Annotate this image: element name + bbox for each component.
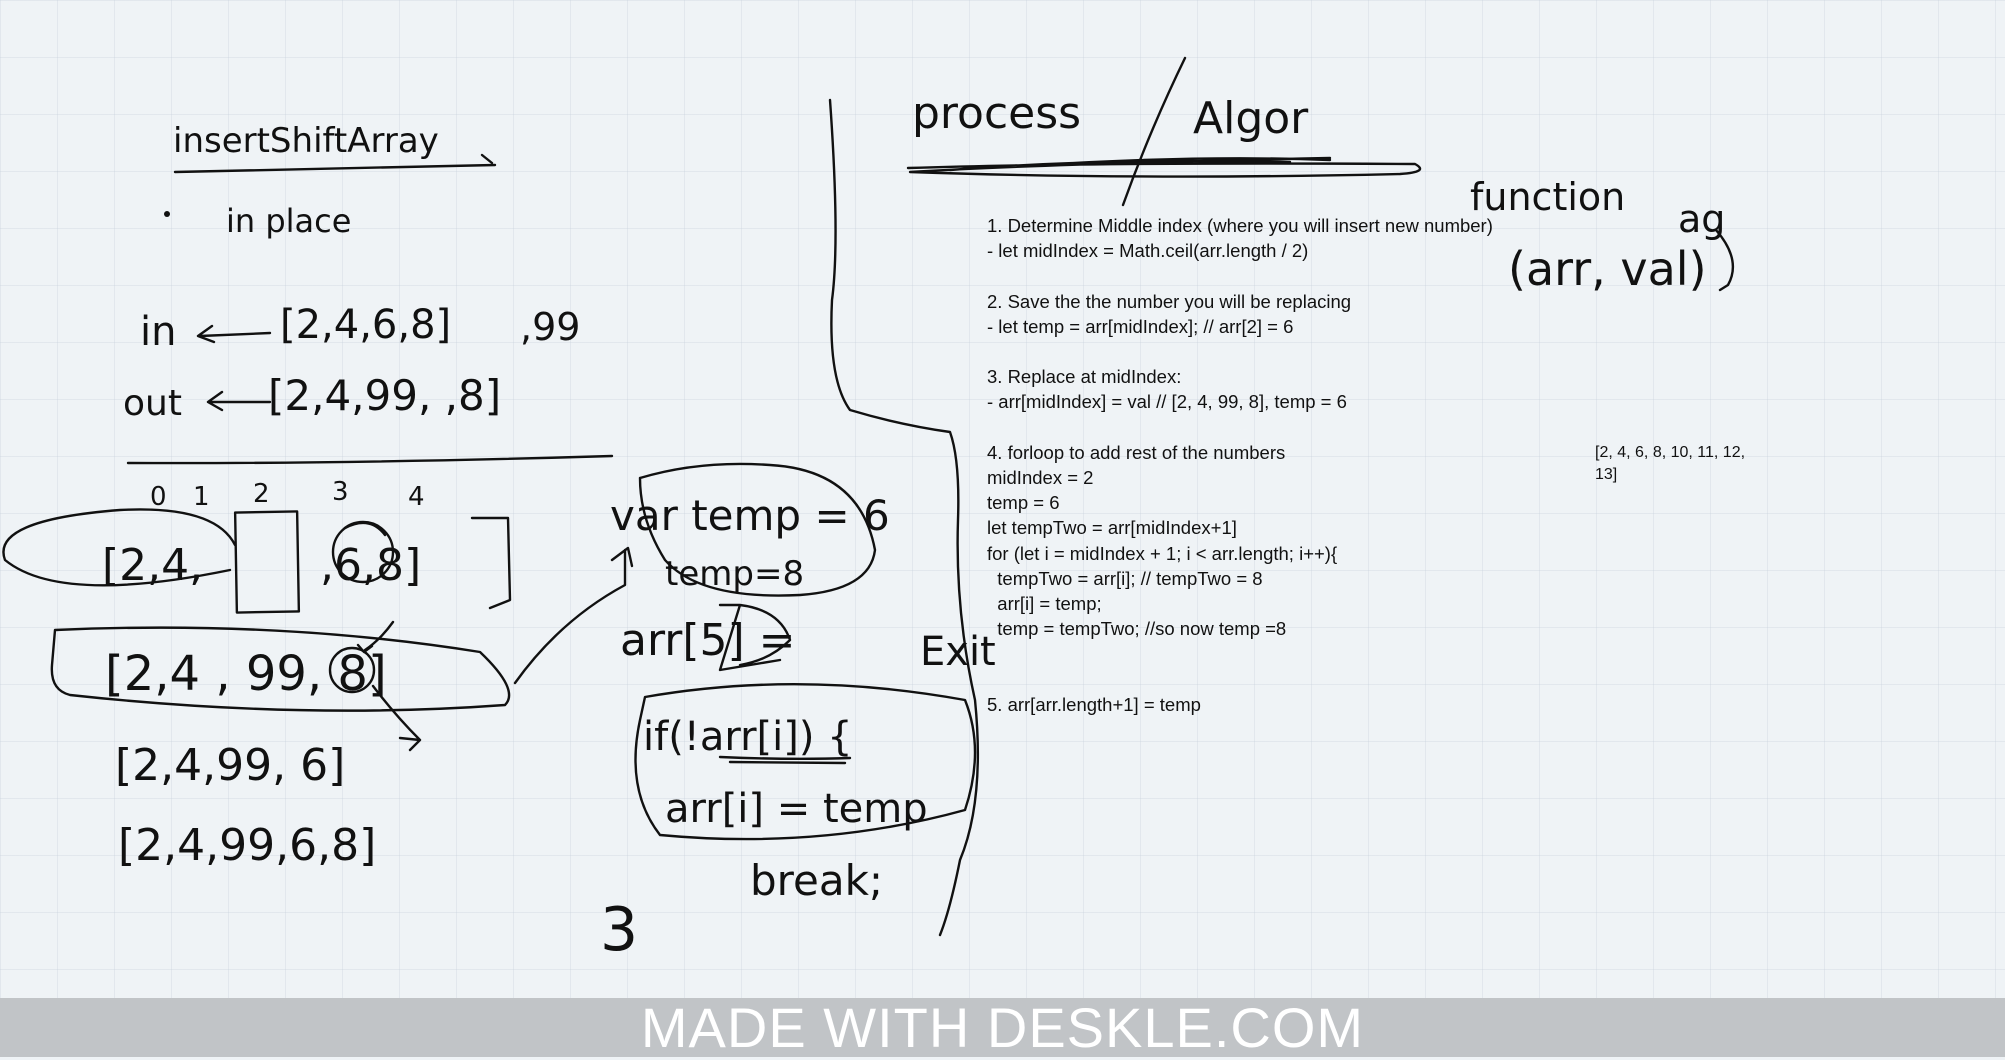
note-line: tempTwo = arr[i]; // tempTwo = 8 xyxy=(987,567,1263,589)
hw-if-line: if(!arr[i]) { xyxy=(643,714,853,760)
note-line: 4. forloop to add rest of the numbers xyxy=(987,441,1286,463)
whiteboard-canvas[interactable]: insertShiftArray in place in [2,4,6,8] ,… xyxy=(0,0,2005,998)
note-line xyxy=(987,641,1547,666)
hw-row2: [2,4 , 99, 8] xyxy=(105,646,387,702)
note-line: 5. arr[arr.length+1] = temp xyxy=(987,693,1201,715)
row2-ellipse xyxy=(50,626,511,712)
hw-index: 2 xyxy=(253,479,270,509)
hw-row3: [2,4,99, 6] xyxy=(115,740,345,791)
typed-notes-block: 1. Determine Middle index (where you wil… xyxy=(987,213,1547,717)
hw-index: 3 xyxy=(332,477,349,507)
note-line xyxy=(987,415,1547,440)
hw-title: insertShiftArray xyxy=(173,121,439,161)
note-line xyxy=(987,339,1547,364)
separator-line xyxy=(126,454,614,465)
note-line: let tempTwo = arr[midIndex+1] xyxy=(987,517,1237,539)
if-block-ellipse xyxy=(634,683,977,841)
hw-function-tail: ag xyxy=(1678,197,1725,241)
divider-line xyxy=(828,98,980,937)
hw-exit: Exit xyxy=(920,629,996,675)
hw-arr-5: arr[5] = xyxy=(620,615,796,666)
title-underline xyxy=(173,163,497,174)
watermark-footer: MADE WITH DESKLE.COM xyxy=(0,996,2005,1059)
side-array-note: [2, 4, 6, 8, 10, 11, 12, 13] xyxy=(1595,444,1746,483)
note-line: 2. Save the the number you will be repla… xyxy=(987,290,1352,312)
note-line: arr[i] = temp; xyxy=(987,593,1102,614)
hw-in-val: ,99 xyxy=(520,305,580,349)
process-slash xyxy=(1121,56,1187,207)
hw-function-args: (arr, val) xyxy=(1508,242,1707,296)
note-line: - let temp = arr[midIndex]; // arr[2] = … xyxy=(987,315,1294,337)
hw-temp-8: temp=8 xyxy=(665,554,804,594)
hw-in-array: [2,4,6,8] xyxy=(280,302,451,348)
note-line: - let midIndex = Math.ceil(arr.length / … xyxy=(987,240,1309,262)
title-hook xyxy=(480,153,494,165)
hw-index: 0 xyxy=(150,482,167,512)
hw-row4: [2,4,99,6,8] xyxy=(118,820,376,871)
note-line: 3. Replace at midIndex: xyxy=(987,366,1182,388)
note-line: - arr[midIndex] = val // [2, 4, 99, 8], … xyxy=(987,391,1347,413)
note-line: midIndex = 2 xyxy=(987,466,1094,488)
hw-out-label: out xyxy=(123,383,182,424)
hw-algor: Algor xyxy=(1193,93,1309,144)
hw-close-brace: 3 xyxy=(600,895,638,965)
hw-bullet: in place xyxy=(226,202,351,240)
hw-row1-right: ,6,8] xyxy=(320,540,421,591)
hw-assign-line: arr[i] = temp xyxy=(665,786,928,832)
temp-ellipse xyxy=(638,462,877,597)
note-line xyxy=(987,667,1547,692)
if-underline xyxy=(718,755,852,765)
process-underline xyxy=(906,156,1422,178)
handwriting-layer: insertShiftArray in place in [2,4,6,8] ,… xyxy=(2,56,1735,965)
row1-ellipse xyxy=(2,508,237,587)
in-arrow xyxy=(196,324,272,344)
hw-index: 1 xyxy=(193,482,210,512)
row2-circle-8 xyxy=(328,646,376,694)
hw-in-label: in xyxy=(140,309,176,355)
note-line: 1. Determine Middle index (where you wil… xyxy=(987,215,1493,236)
note-line: temp = tempTwo; //so now temp =8 xyxy=(987,618,1287,640)
row1-empty-box xyxy=(233,510,301,614)
hw-var-temp: var temp = 6 xyxy=(610,491,890,540)
note-line: for (let i = midIndex + 1; i < arr.lengt… xyxy=(987,542,1338,564)
note-line xyxy=(987,263,1547,288)
hw-process: process xyxy=(912,88,1081,139)
watermark-text: MADE WITH DESKLE.COM xyxy=(640,996,1365,1059)
hw-break-line: break; xyxy=(750,856,883,905)
arrow-to-var xyxy=(513,546,634,685)
out-arrow xyxy=(206,390,272,412)
hw-row1-left: [2,4, xyxy=(102,540,203,591)
note-line: temp = 6 xyxy=(987,492,1060,514)
hw-index: 4 xyxy=(408,482,425,512)
hw-function-word: function xyxy=(1470,175,1625,219)
hw-out-array: [2,4,99, ,8] xyxy=(268,371,501,420)
